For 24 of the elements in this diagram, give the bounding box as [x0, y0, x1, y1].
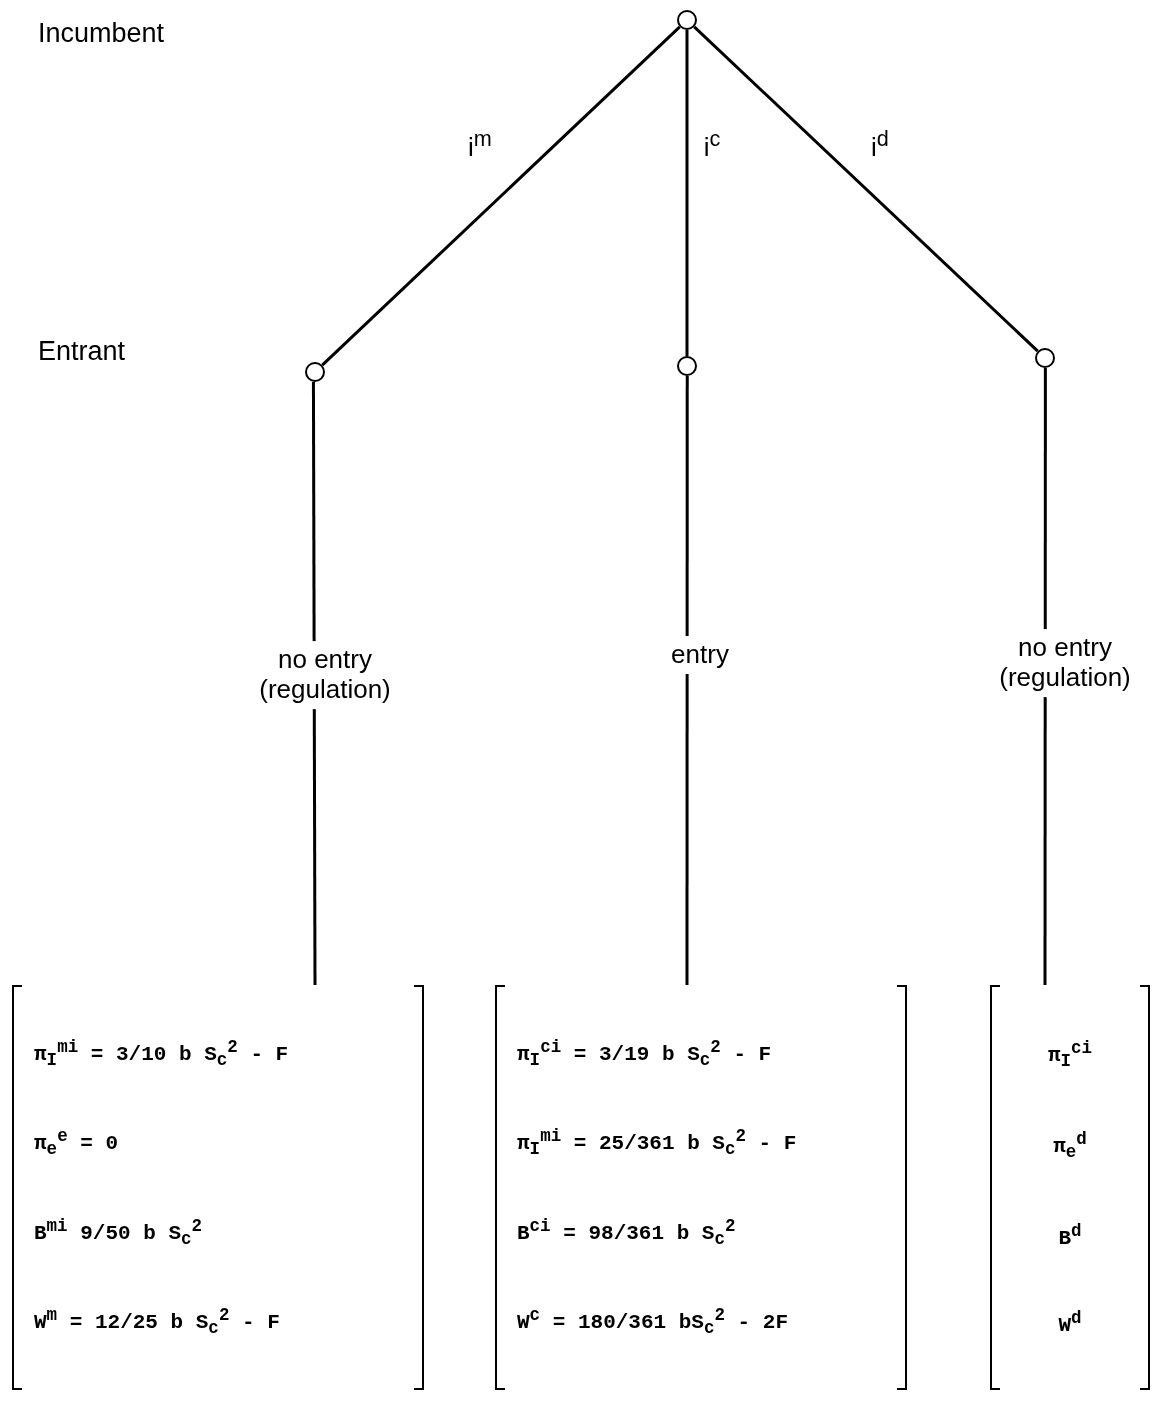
- edge-label: entry: [669, 636, 731, 674]
- branch-line: [685, 30, 689, 356]
- branch-line: [1043, 368, 1047, 985]
- payoff-equation: π$_{I}$$^{mi}$ = 25/361 b S$_{c}$$^{2}$ - F: [517, 1126, 797, 1160]
- branch-line: [321, 25, 681, 367]
- payoff-equation: W$^{m}$ = 12/25 b S$_{c}$$^{2}$ - F: [34, 1304, 280, 1338]
- player-label: Incumbent: [38, 18, 165, 49]
- payoff-equation: π$_{I}$$^{mi}$ = 3/10 b S$_{c}$$^{2}$ - F: [34, 1037, 289, 1071]
- branch-line: [311, 381, 317, 985]
- edge-label: i$^{d}$: [870, 125, 890, 164]
- payoff-equation: π$_{e}$$^{e}$ = 0: [34, 1126, 119, 1160]
- payoff-equation: π$_{I}$$^{ci}$ = 3/19 b S$_{c}$$^{2}$ - F: [517, 1037, 772, 1071]
- decision-node-circle: [677, 356, 697, 376]
- edge-label: i$^{c}$: [702, 125, 722, 164]
- payoff-equation: W$^{d}$: [1058, 1307, 1082, 1337]
- payoff-equation: B$^{d}$: [1058, 1220, 1082, 1250]
- branch-line: [685, 376, 689, 985]
- decision-node-circle: [305, 362, 325, 382]
- branch-line: [693, 25, 1039, 353]
- decision-node-circle: [677, 10, 697, 30]
- edge-label: i$^{m}$: [467, 125, 493, 164]
- decision-node-circle: [1035, 348, 1055, 368]
- payoff-equation: W$^{c}$ = 180/361 bS$_{c}$$^{2}$ - 2F: [517, 1304, 788, 1338]
- player-label: Entrant: [38, 336, 126, 367]
